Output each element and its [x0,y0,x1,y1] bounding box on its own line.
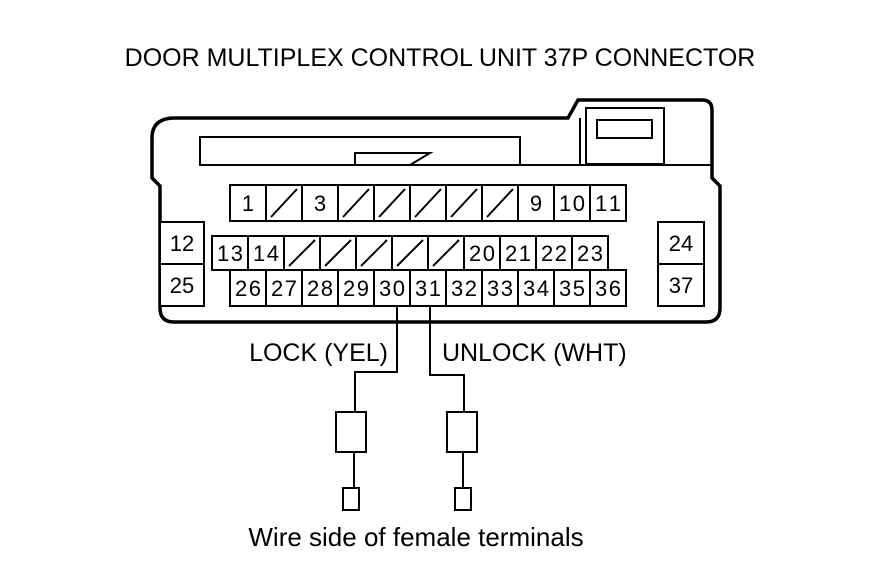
pin-label-23: 23 [577,241,603,266]
pin-cell [229,269,267,307]
pin-label-31: 31 [415,276,441,301]
pin-label-28: 28 [307,276,333,301]
pin-row-top: 1 3 9 10 11 [229,184,627,222]
pin-label-25: 25 [170,273,194,298]
pin-label-14: 14 [253,241,279,266]
unused-pin-slash [396,239,424,267]
pin-label-26: 26 [235,276,261,301]
unused-pin-slash [288,239,316,267]
pin-label-29: 29 [343,276,369,301]
unused-pin-slash [486,188,514,218]
pin-label-34: 34 [523,276,549,301]
pin-cell [517,269,555,307]
pin-label-1: 1 [242,191,254,216]
unused-pin-slash [378,188,406,218]
unlock-wire-label: UNLOCK (WHT) [442,339,627,367]
pin-row-bottom: 26 27 28 29 30 31 32 33 34 35 36 [229,269,627,307]
pin-cell [589,269,627,307]
connector-latch [199,107,712,166]
pin-label-30: 30 [379,276,405,301]
pin-block-left: 12 25 [159,221,205,307]
pin-label-37: 37 [669,273,693,298]
unlock-wire [429,305,478,511]
unused-pin-slash [432,239,460,267]
pin-cell [571,235,609,271]
pin-label-3: 3 [314,191,326,216]
pin-label-12: 12 [170,231,194,256]
pin-label-13: 13 [217,241,243,266]
pin-row-middle: 13 14 20 21 22 23 [211,235,609,271]
unused-pin-slash [270,188,298,218]
pin-label-20: 20 [469,241,495,266]
pin-cell [265,269,303,307]
lock-wire [335,305,398,511]
unused-pin-slash [360,239,388,267]
unused-pin-slash [324,239,352,267]
diagram-caption: Wire side of female terminals [248,522,583,552]
pin-cell [301,269,339,307]
pin-cell [589,184,627,222]
pin-label-32: 32 [451,276,477,301]
pin-label-33: 33 [487,276,513,301]
unused-pin-slash [342,188,370,218]
pin-label-9: 9 [530,191,542,216]
pin-label-24: 24 [669,231,693,256]
pin-label-35: 35 [559,276,585,301]
pin-label-22: 22 [541,241,567,266]
connector-housing [150,98,722,324]
pin-label-21: 21 [505,241,531,266]
pin-label-36: 36 [595,276,621,301]
pin-label-27: 27 [271,276,297,301]
pin-label-11: 11 [595,191,621,216]
diagram-title: DOOR MULTIPLEX CONTROL UNIT 37P CONNECTO… [125,44,756,72]
unused-pin-slash [450,188,478,218]
pin-cell [337,269,375,307]
unused-pin-slash [414,188,442,218]
pin-label-10: 10 [559,191,585,216]
lock-wire-label: LOCK (YEL) [249,339,388,367]
pin-block-right: 24 37 [657,221,705,307]
pin-cell [301,184,339,222]
